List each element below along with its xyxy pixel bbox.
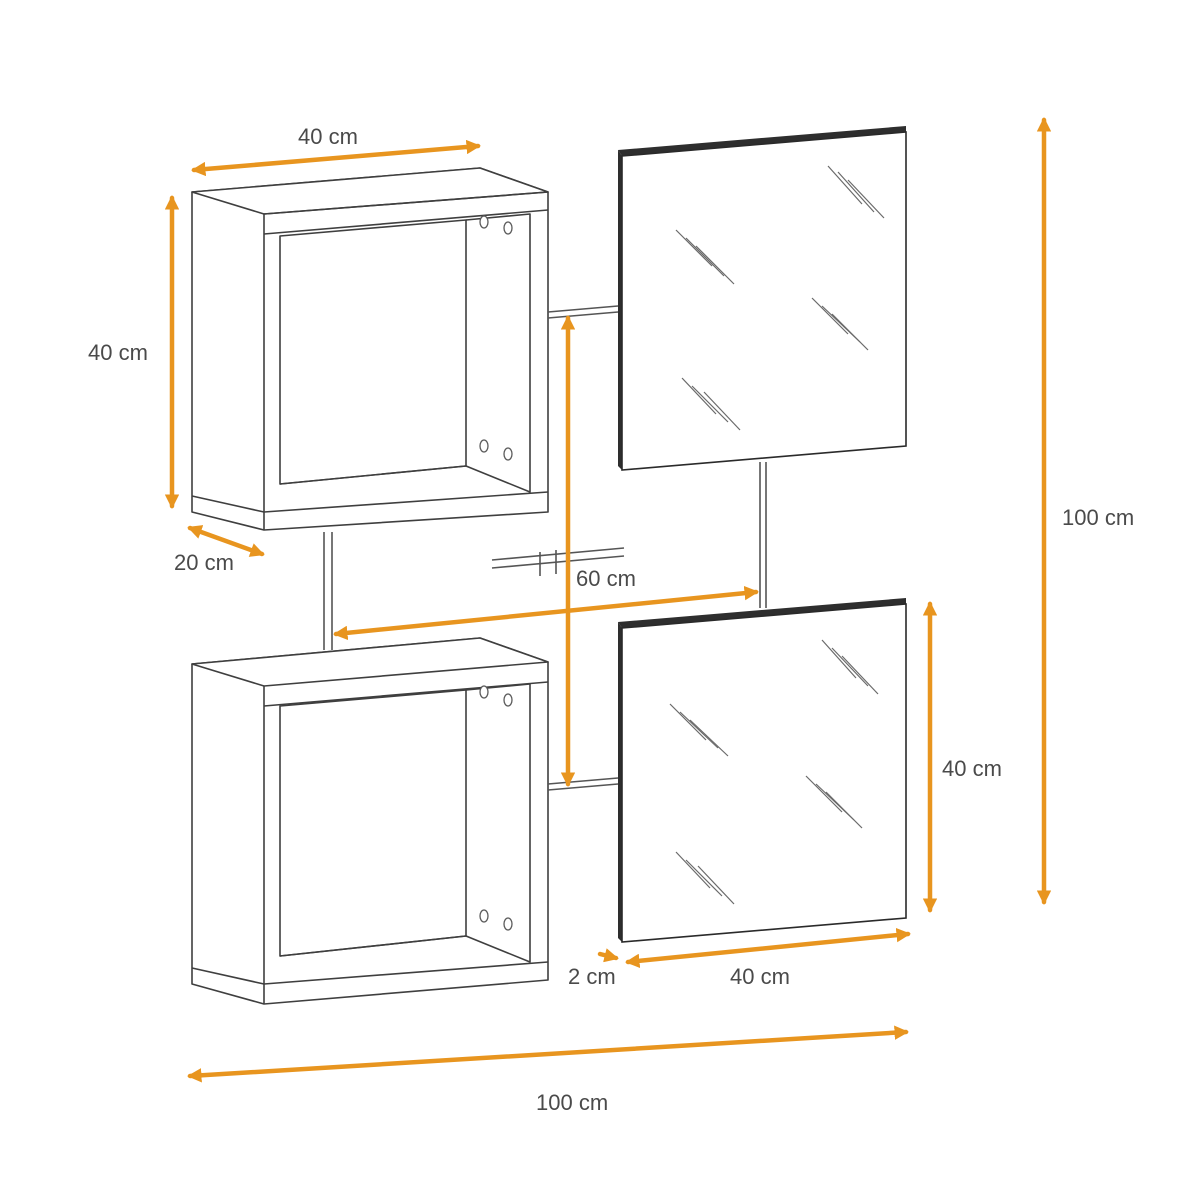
- cube-depth-arrow: [187, 525, 265, 557]
- upper-mirror: [618, 126, 907, 471]
- total-width-label: 100 cm: [536, 1090, 608, 1115]
- total-width-arrow: [187, 1025, 909, 1083]
- mounting-hole: [503, 917, 513, 931]
- glass-reflection-marks: [669, 639, 879, 905]
- mounting-hole: [479, 909, 489, 923]
- cube-width-label: 40 cm: [298, 124, 358, 149]
- dimension-labels: 40 cm 40 cm 20 cm 60 cm 100 cm 40 cm 2 c…: [88, 124, 1134, 1115]
- mounting-hole: [479, 685, 489, 699]
- mirror-thickness-arrow: [597, 948, 619, 963]
- dimension-arrows: [164, 117, 1052, 1083]
- cube-height-label: 40 cm: [88, 340, 148, 365]
- horizontal-spacing-arrow: [333, 585, 759, 641]
- glass-reflection-marks: [675, 165, 885, 431]
- mounting-hole: [479, 215, 489, 229]
- total-height-label: 100 cm: [1062, 505, 1134, 530]
- center-distance-label: 60 cm: [576, 566, 636, 591]
- mounting-hole: [503, 221, 513, 235]
- mounting-hole: [503, 447, 513, 461]
- cube-depth-label: 20 cm: [174, 550, 234, 575]
- lower-mirror: [618, 598, 907, 943]
- upper-cube-shelf: [191, 167, 549, 531]
- mirror-height-label: 40 cm: [942, 756, 1002, 781]
- connecting-rods: [323, 305, 767, 791]
- cube-width-arrow: [191, 139, 481, 177]
- mounting-hole: [479, 439, 489, 453]
- mirror-thickness-label: 2 cm: [568, 964, 616, 989]
- mounting-hole: [503, 693, 513, 707]
- lower-cube-shelf: [191, 637, 549, 1005]
- mirror-width-label: 40 cm: [730, 964, 790, 989]
- mirror-width-arrow: [625, 927, 911, 969]
